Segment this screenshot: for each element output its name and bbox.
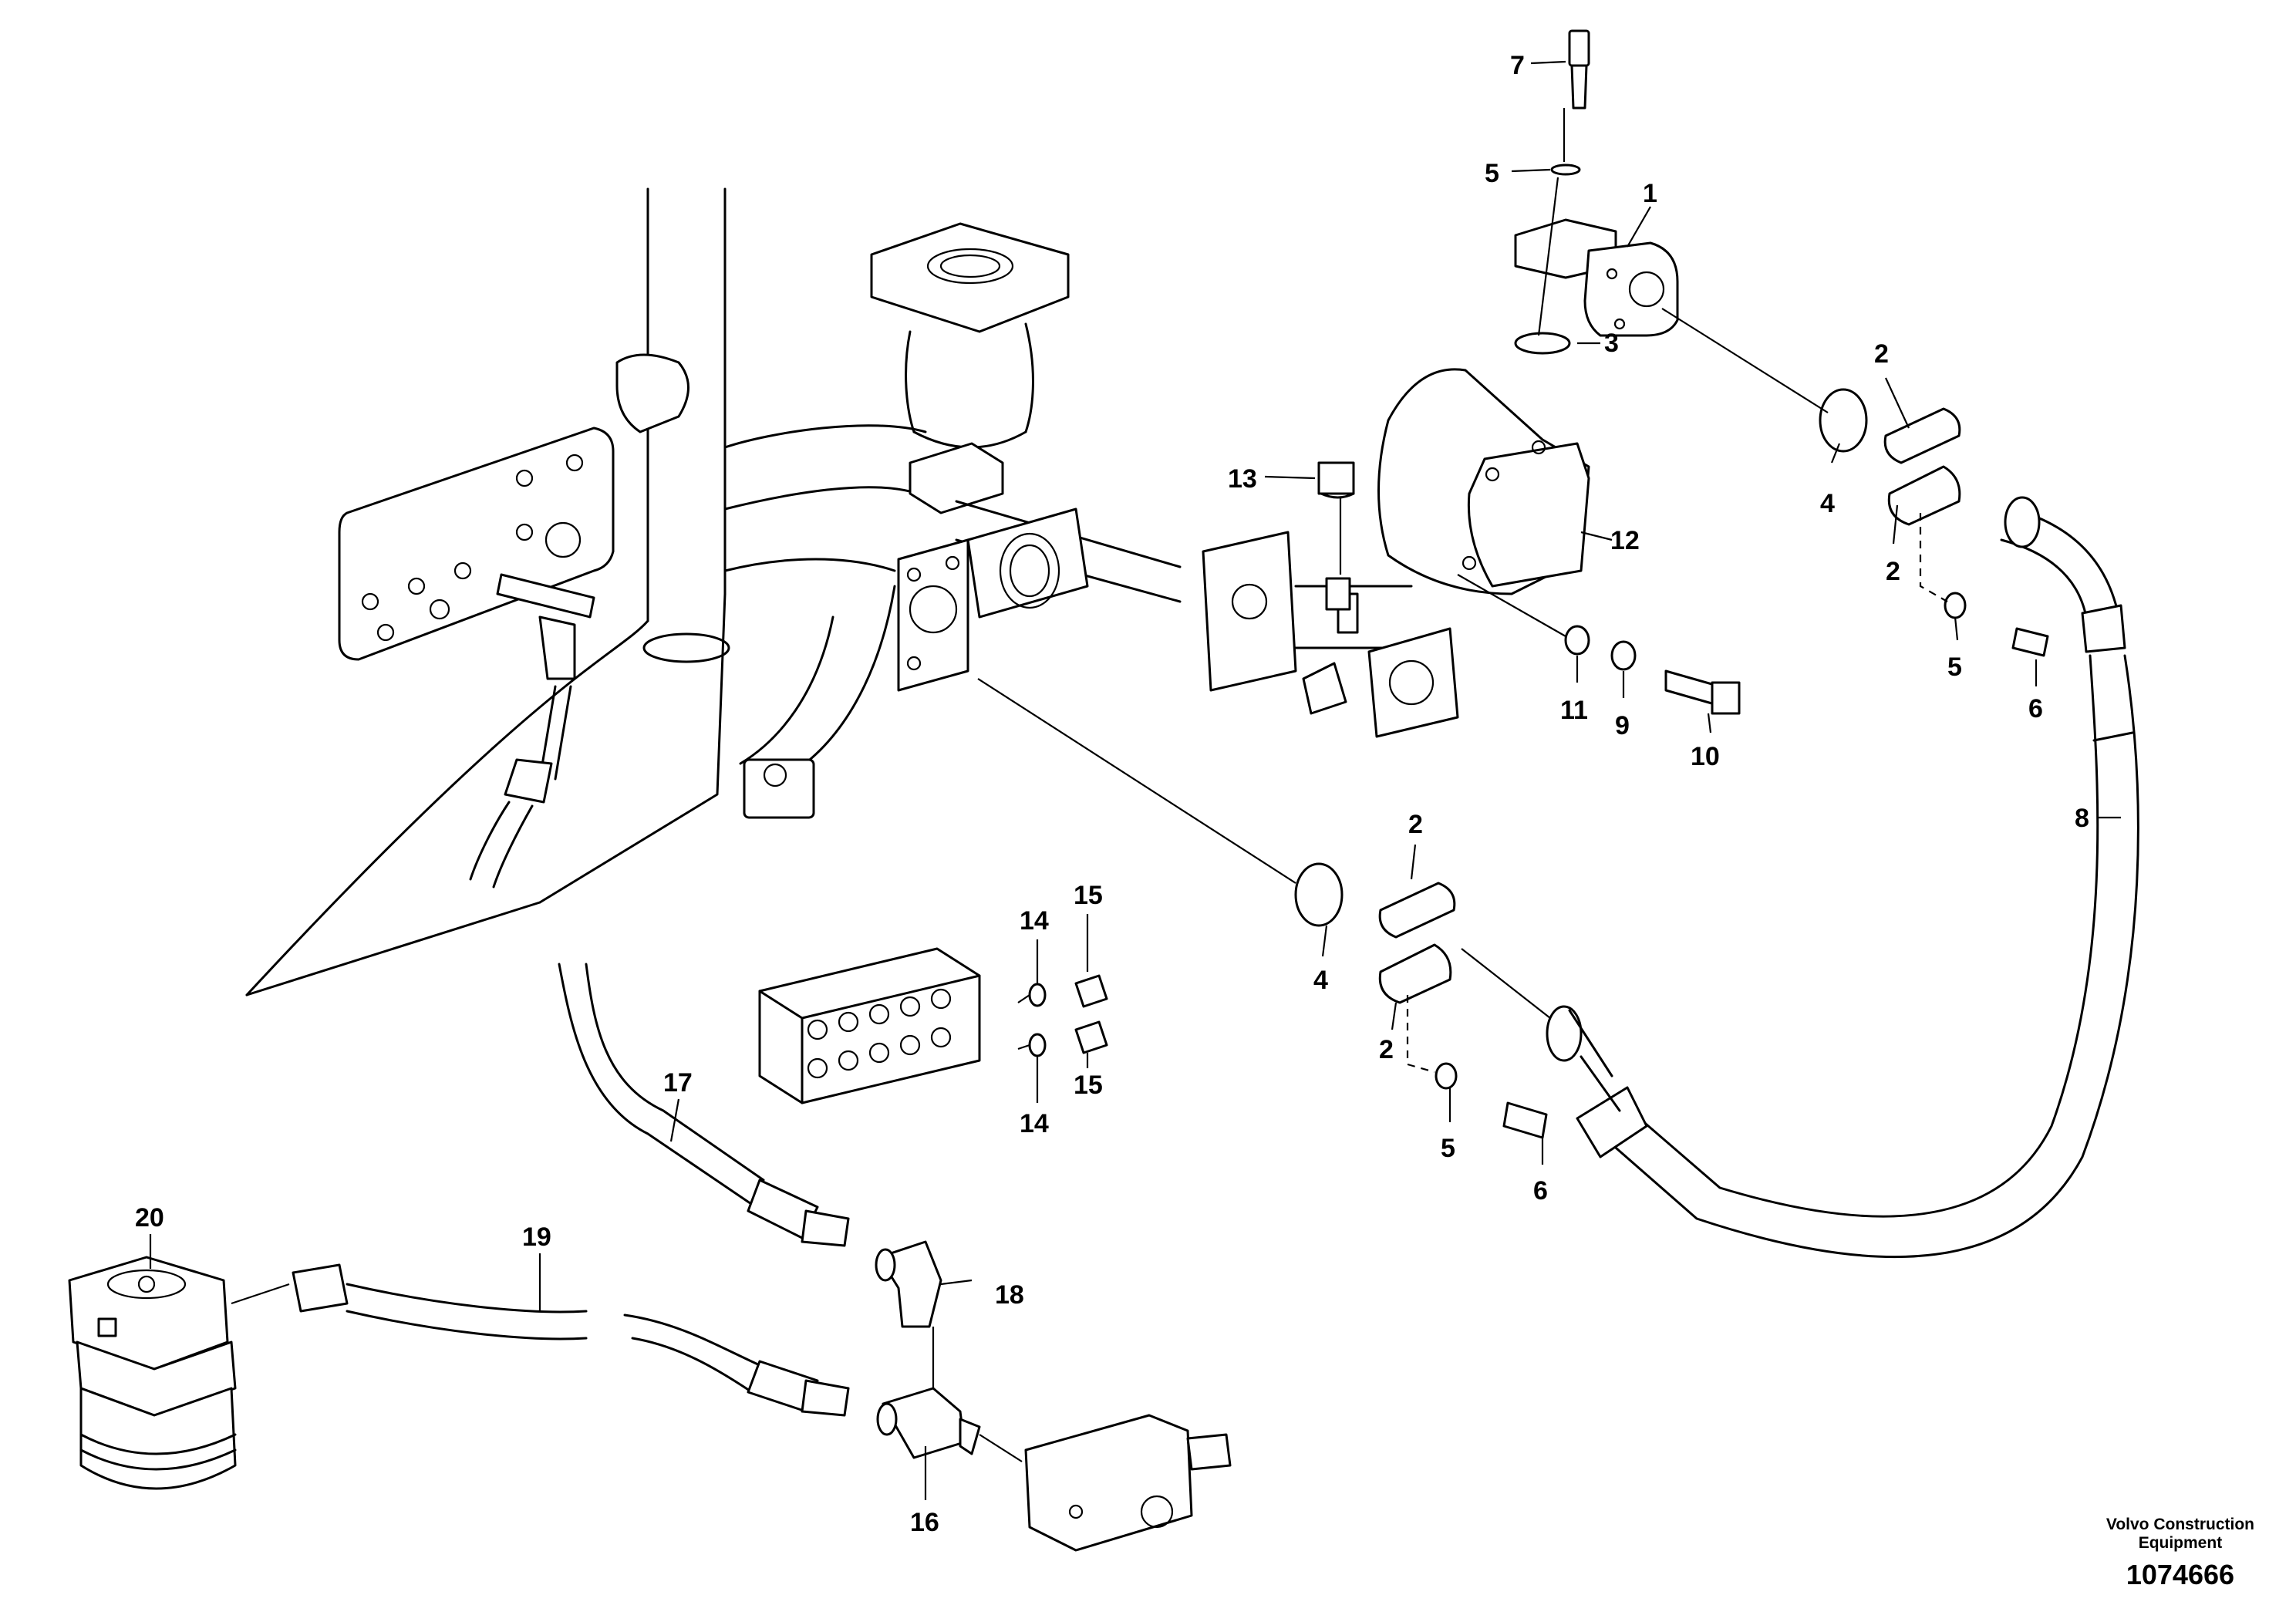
pump-assembly <box>1320 218 1679 611</box>
callout-2-center: 2 <box>1408 810 1423 839</box>
tee-fitting <box>876 1387 981 1459</box>
hose-17 <box>558 963 850 1247</box>
callout-9: 9 <box>1615 711 1630 740</box>
bolt-7 <box>1568 29 1590 110</box>
callout-7: 7 <box>1510 51 1525 80</box>
callout-3: 3 <box>1604 329 1619 358</box>
drawing-number: 1074666 <box>2126 1559 2235 1590</box>
callout-20: 20 <box>135 1203 164 1233</box>
washer-5-top <box>1550 164 1581 176</box>
callout-5-lower: 5 <box>1441 1134 1455 1163</box>
central-manifold <box>870 222 1459 738</box>
callout-19: 19 <box>522 1222 551 1252</box>
mounting-plate <box>338 427 615 889</box>
clamp-halves-lower <box>1378 882 1456 1004</box>
callout-11: 11 <box>1560 696 1588 725</box>
o-ring-4-lower <box>1294 862 1344 927</box>
callout-4-center: 4 <box>1313 966 1328 995</box>
callout-16: 16 <box>910 1508 939 1537</box>
callout-5-right: 5 <box>1947 653 1962 682</box>
callout-5-top: 5 <box>1485 159 1499 188</box>
callout-18: 18 <box>995 1280 1024 1310</box>
callout-13: 13 <box>1228 464 1257 494</box>
elbow-fitting <box>875 1240 942 1328</box>
brand-line-1: Volvo Construction <box>2106 1516 2254 1533</box>
callout-2-lower: 2 <box>1379 1035 1394 1064</box>
valve-body <box>1024 1414 1232 1552</box>
callout-12: 12 <box>1610 526 1640 555</box>
large-hose <box>1546 496 2139 1259</box>
callout-17: 17 <box>663 1068 693 1098</box>
callout-2-right: 2 <box>1886 557 1900 586</box>
callout-2-top: 2 <box>1874 339 1889 369</box>
callout-1: 1 <box>1643 179 1657 208</box>
flange-hardware-11-9-10 <box>1564 625 1741 715</box>
callout-8: 8 <box>2075 804 2089 833</box>
callout-4-top: 4 <box>1820 489 1835 518</box>
valve-block <box>758 947 981 1104</box>
hardware-5-6-lower <box>1435 1062 1548 1139</box>
leader-lines <box>149 60 2121 1500</box>
callout-6-right: 6 <box>2028 694 2043 723</box>
callout-labels: 7 5 1 2 3 4 2 5 6 8 12 13 11 9 10 2 4 2 … <box>135 51 2089 1537</box>
hardware-5-6-right <box>1944 592 2049 657</box>
alignment-lines <box>231 108 1948 1462</box>
clamp-halves-top <box>1883 407 1961 526</box>
o-ring-3 <box>1514 332 1571 355</box>
steering-unit <box>68 1256 237 1490</box>
fitting-13 <box>1317 461 1355 495</box>
callout-10: 10 <box>1691 742 1720 771</box>
brand-line-2: Equipment <box>2138 1534 2223 1552</box>
hose-19 <box>292 1263 850 1417</box>
callout-14-top: 14 <box>1020 906 1049 936</box>
plugs-14-15 <box>1028 974 1108 1057</box>
callout-6-lower: 6 <box>1533 1176 1548 1206</box>
drawing-footer: Volvo Construction Equipment 1074666 <box>2106 1516 2254 1591</box>
callout-15-bottom: 15 <box>1074 1071 1103 1100</box>
o-ring-4-top <box>1819 388 1868 453</box>
machine-frame <box>245 187 927 996</box>
callout-14-bottom: 14 <box>1020 1109 1049 1138</box>
callout-15-top: 15 <box>1074 881 1103 910</box>
